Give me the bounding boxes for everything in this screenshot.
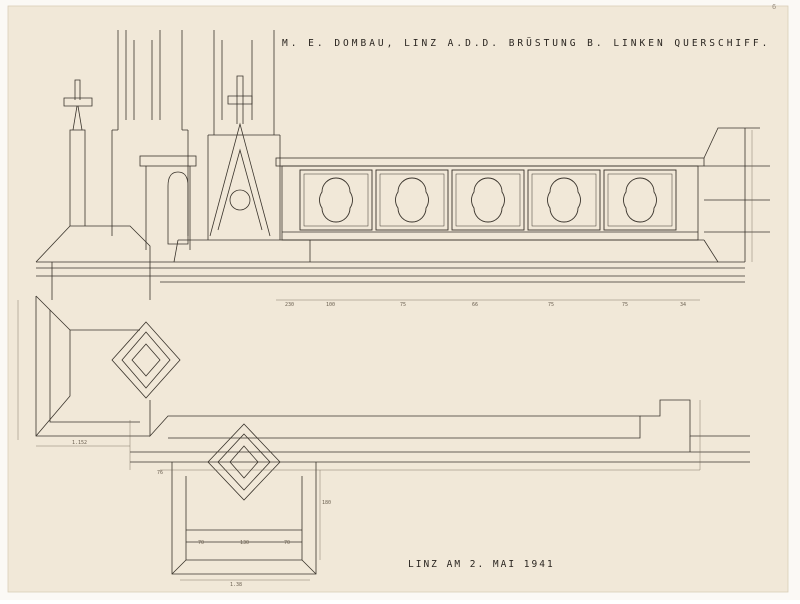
- panel-4: [527, 169, 601, 231]
- panel-5: [603, 169, 677, 231]
- dimension-lines: [17, 130, 753, 581]
- panel-2: [375, 169, 449, 231]
- elevation-view: [35, 30, 770, 300]
- dim-label: 34: [680, 302, 687, 308]
- sheet-number: 6: [772, 3, 777, 11]
- drawing-title: M. E. DOMBAU, LINZ A.D.D. BRÜSTUNG B. LI…: [282, 38, 771, 49]
- dim-label: 75: [400, 302, 407, 308]
- dim-label: 75: [622, 302, 629, 308]
- dim-label: 1.38: [230, 582, 243, 588]
- balustrade-tracery: [299, 169, 677, 231]
- dim-label: 100: [326, 302, 336, 308]
- dim-label: 70: [198, 540, 205, 546]
- dim-label: 70: [284, 540, 291, 546]
- dim-label: 180: [322, 500, 332, 506]
- paper: [7, 5, 789, 593]
- panel-3: [451, 169, 525, 231]
- plan-view: [35, 295, 750, 575]
- dim-label: 76: [157, 470, 164, 476]
- dim-label: 75: [548, 302, 555, 308]
- dim-label: 230: [285, 302, 295, 308]
- panel-1: [299, 169, 373, 231]
- dim-label: 130: [240, 540, 250, 546]
- place-and-date: LINZ AM 2. MAI 1941: [408, 559, 555, 570]
- dim-label: 66: [472, 302, 479, 308]
- dim-label: 1.152: [72, 440, 88, 446]
